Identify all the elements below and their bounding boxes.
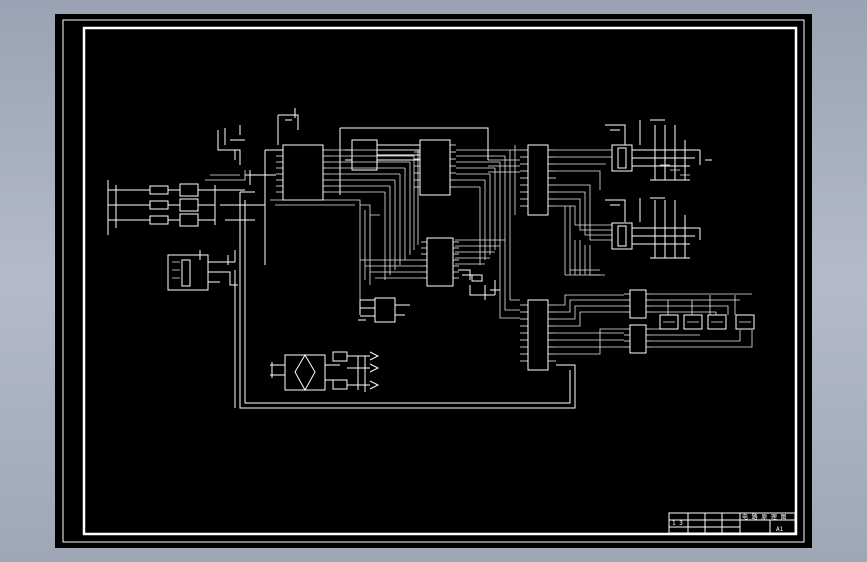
input-connector-section (107, 170, 255, 235)
display-driver-b (624, 324, 652, 354)
ic-u4 (360, 237, 459, 287)
display-driver-a (624, 289, 652, 319)
ic-u1 (245, 108, 330, 265)
data-bus-main (270, 149, 510, 300)
crystal-oscillator (458, 269, 500, 300)
title-block-sheet-code: A1 (776, 526, 784, 533)
title-block: 1 3 电 路 原 理 图 A1 (668, 512, 796, 534)
seven-segment-displays (659, 314, 755, 330)
bus-to-output-drivers (556, 149, 612, 276)
output-driver-1 (605, 119, 712, 181)
output-driver-2 (605, 197, 701, 259)
power-supply-block (270, 351, 380, 392)
left-regulator-module (167, 250, 238, 291)
inner-border (82, 26, 798, 536)
title-block-drawing-title: 电 路 原 理 图 (742, 513, 786, 521)
ic-u3 (414, 139, 456, 196)
return-wiring (234, 191, 576, 409)
top-left-sensor (217, 125, 245, 165)
outer-border (62, 19, 805, 543)
ic-u5 (358, 297, 410, 323)
ic-u2 (339, 127, 489, 195)
ic-u7 (499, 240, 556, 371)
title-block-label-left: 1 3 (672, 520, 683, 527)
ic-u6 (488, 144, 556, 300)
